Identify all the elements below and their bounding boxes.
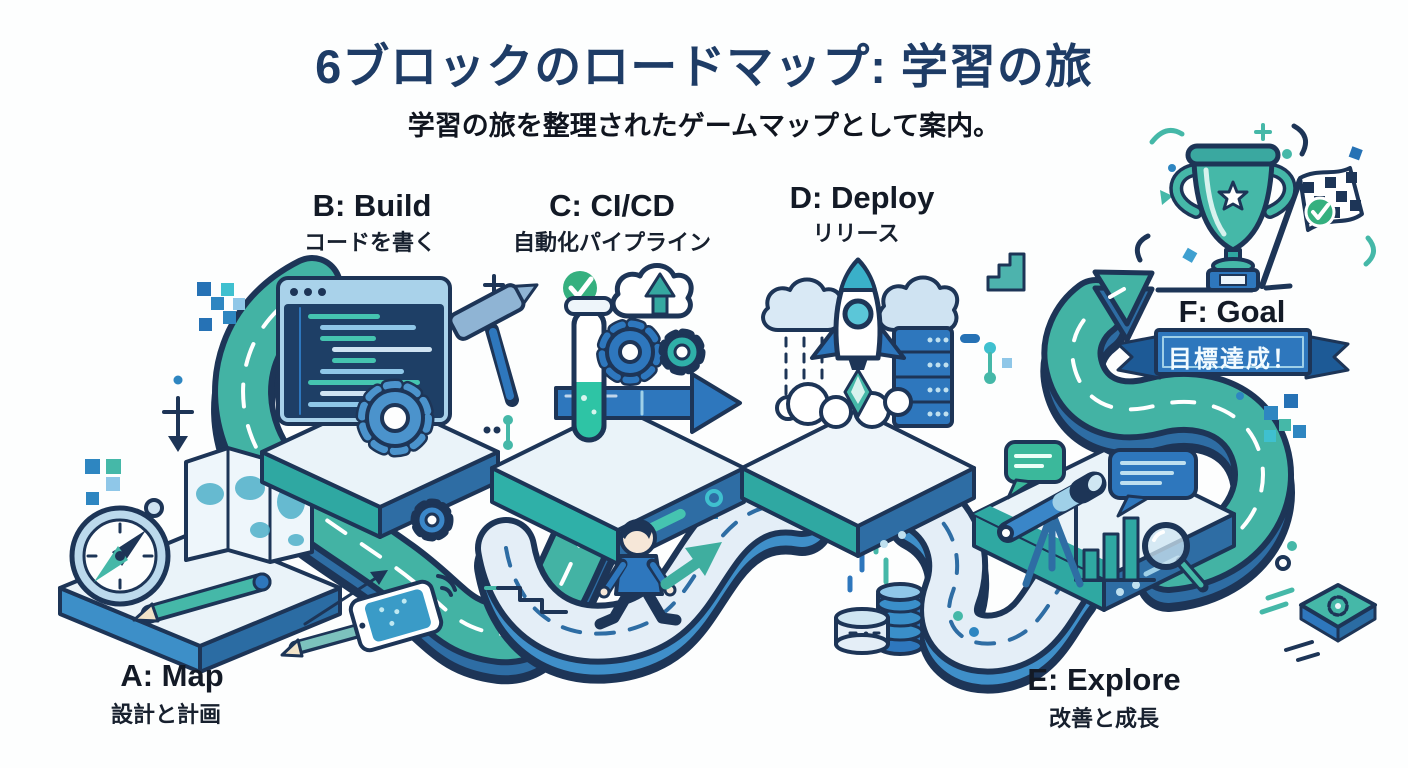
gear-icon: [596, 318, 664, 386]
telescope-icon: [997, 471, 1107, 588]
block-e-sublabel: 改善と成長: [1048, 706, 1160, 731]
git-branch-icon: [960, 334, 1012, 384]
gear-icon: [658, 328, 706, 376]
page-subtitle: 学習の旅を整理されたゲームマップとして案内。: [407, 111, 1001, 141]
pencil-icon: [132, 572, 412, 658]
page-title: 6ブロックのロードマップ: 学習の旅: [315, 40, 1093, 93]
direction-arrow-icon: [660, 542, 722, 590]
block-d-label: D: Deploy: [789, 180, 935, 215]
smartphone-icon: [348, 579, 444, 653]
confetti: [1134, 123, 1376, 267]
compass-icon: [69, 498, 171, 607]
hammer-icon: [448, 283, 539, 407]
down-arrow-icon: [162, 375, 194, 452]
road-arrow-icon: [1092, 269, 1155, 343]
gear-icon: [410, 498, 454, 542]
cloud-icon: [761, 275, 960, 332]
platform-d: [740, 408, 976, 558]
road-segment-c-to-d: [474, 473, 834, 684]
speech-bubble-icon: [1108, 448, 1198, 518]
magnifier-icon: [1142, 522, 1209, 593]
wifi-icon: [436, 574, 457, 597]
rocket-icon: [810, 257, 906, 418]
git-branch-icon: [483, 415, 513, 450]
road-segment-e-to-goal: [1040, 277, 1295, 612]
trophy-icon: [1169, 143, 1297, 292]
block-a-label: A: Map: [120, 658, 224, 693]
checkered-flag-icon: [1259, 166, 1364, 289]
block-e-label: E: Explore: [1027, 662, 1181, 697]
cloud-upload-icon: [610, 263, 694, 319]
launch-smoke-icon: [775, 382, 913, 429]
block-f-banner-text: 目標達成！: [1168, 346, 1298, 373]
thin-arrow-icon: [303, 570, 388, 626]
block-b-label: B: Build: [312, 188, 432, 223]
chip-icon: [1259, 583, 1377, 662]
goal-banner: [1116, 328, 1350, 380]
block-f-label: F: Goal: [1178, 294, 1286, 329]
speech-bubble-icon: [1004, 440, 1066, 500]
pixel-cluster: [197, 282, 245, 331]
block-a-sublabel: 設計と計画: [110, 702, 222, 727]
gear-icon: [355, 378, 435, 458]
pixel-cluster: [1264, 394, 1306, 442]
block-c-label: C: CI/CD: [549, 188, 675, 223]
block-b-sublabel: コードを書く: [303, 230, 437, 255]
road-segment-d-to-e: [886, 471, 1100, 694]
coins-icon: [834, 582, 924, 656]
test-tube-icon: [564, 296, 614, 443]
pixel-cluster: [85, 459, 121, 505]
stairs-icon: [986, 252, 1026, 292]
staircase-line: [484, 586, 568, 614]
block-d-sublabel: リリース: [812, 221, 900, 246]
walking-person: [594, 519, 682, 630]
block-c-sublabel: 自動化パイプライン: [512, 230, 712, 255]
